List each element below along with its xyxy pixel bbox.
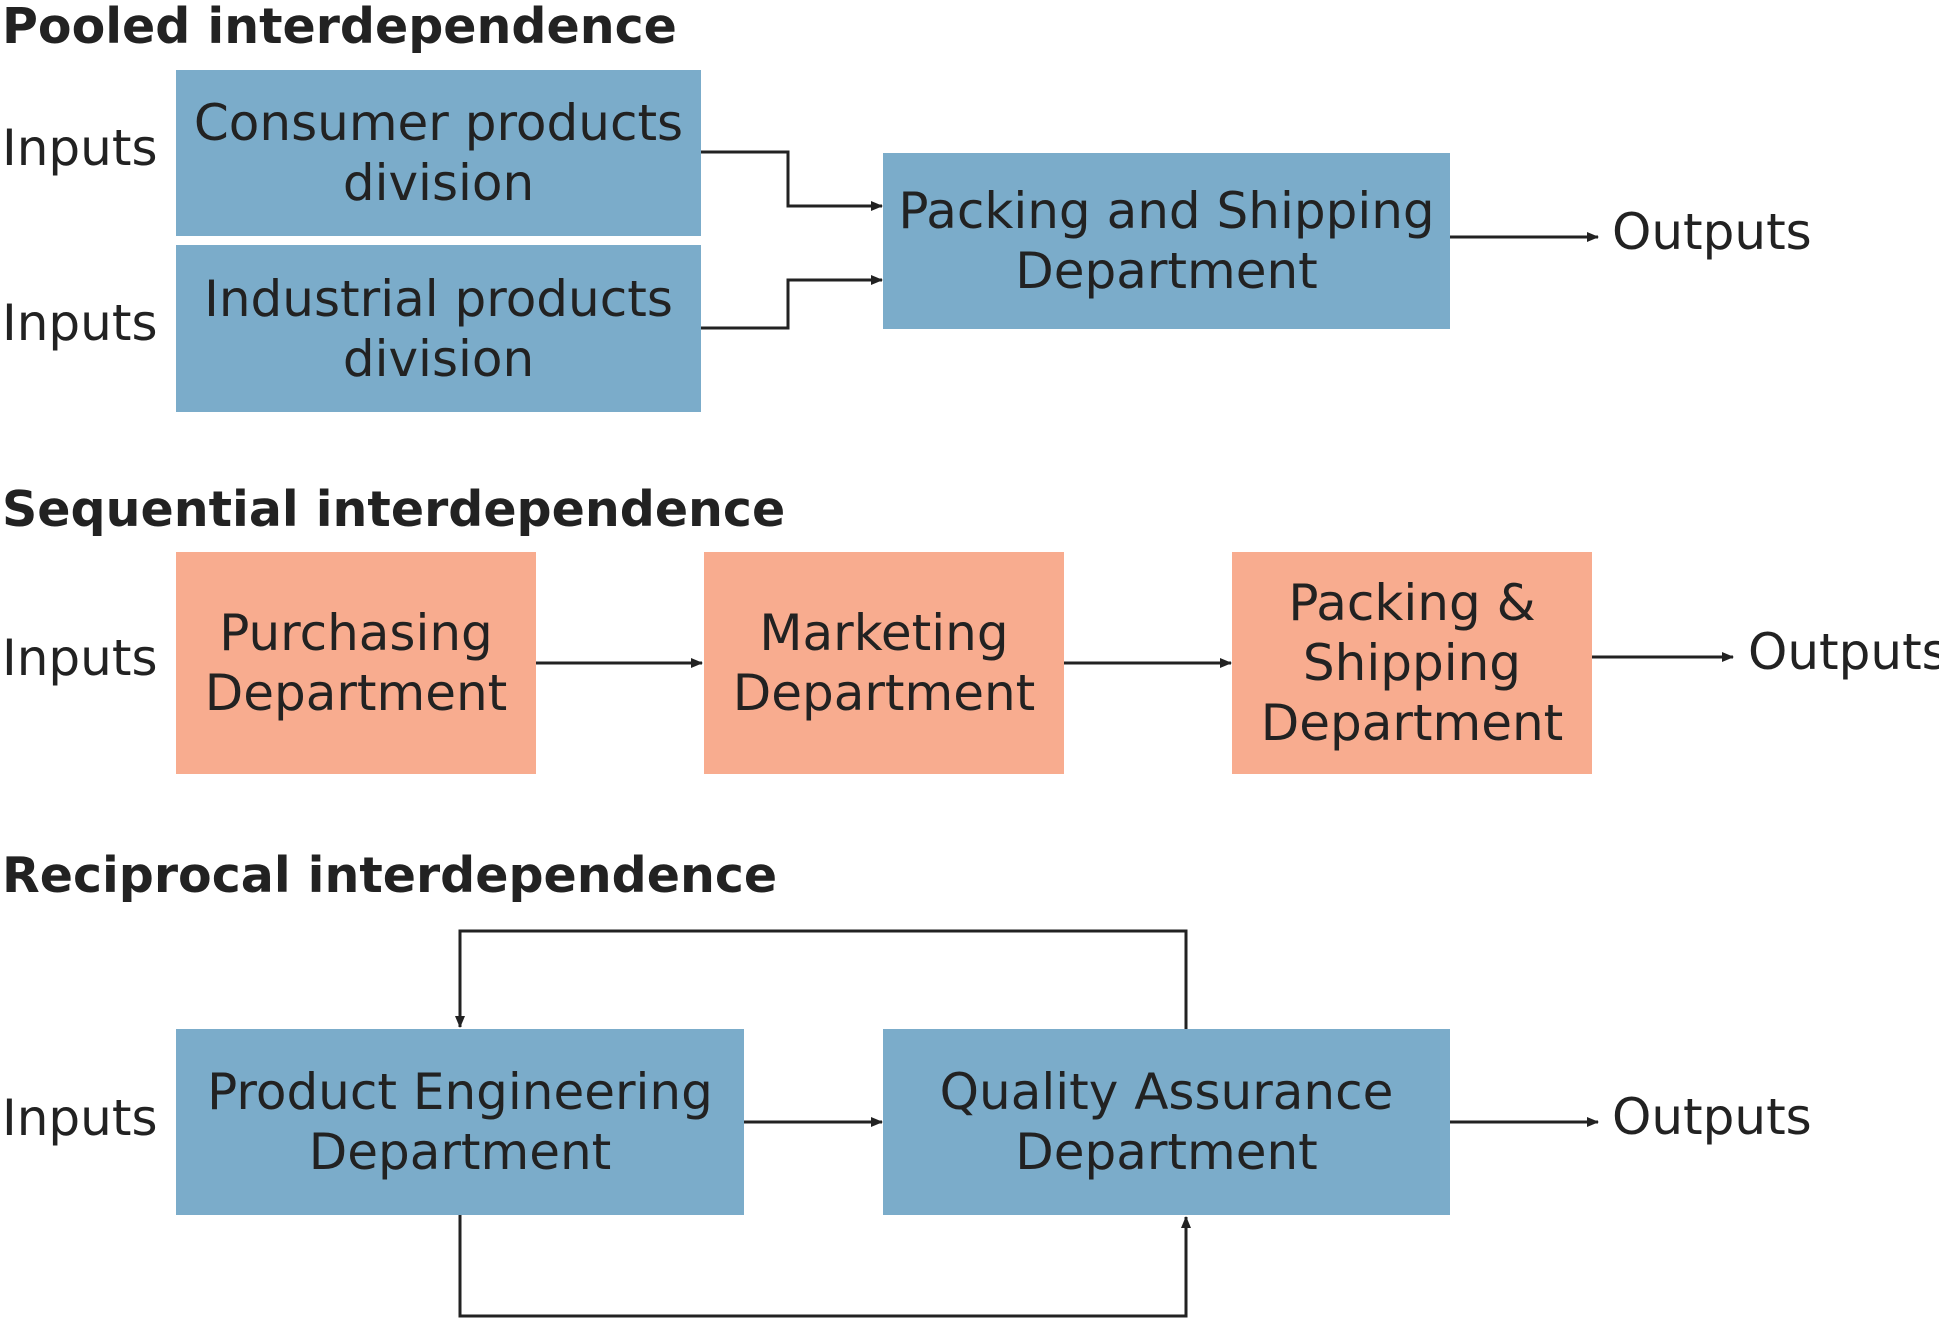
pooled-title: Pooled interdependence	[2, 0, 677, 55]
marketing-department-box: Marketing Department	[704, 552, 1064, 774]
quality-line1: Quality Assurance	[939, 1063, 1394, 1121]
arrow-industrial-to-packing	[701, 275, 883, 330]
engineering-line1: Product Engineering	[207, 1063, 713, 1121]
pooled-inputs-bottom: Inputs	[2, 294, 158, 352]
reciprocal-inputs: Inputs	[2, 1089, 158, 1147]
consumer-products-line1: Consumer products	[193, 94, 684, 152]
quality-assurance-box: Quality Assurance Department	[883, 1029, 1450, 1215]
seq-packing-line2: Shipping	[1302, 634, 1522, 692]
reciprocal-title: Reciprocal interdependence	[2, 847, 778, 904]
industrial-products-line2: division	[342, 329, 535, 388]
marketing-line2: Department	[732, 664, 1036, 722]
sequential-inputs: Inputs	[2, 629, 158, 687]
sequential-outputs: Outputs	[1748, 623, 1939, 681]
purchasing-line1: Purchasing	[219, 604, 493, 662]
arrow-quality-feedback-to-engineering	[455, 929, 1188, 1029]
purchasing-department-box: Purchasing Department	[176, 552, 536, 774]
seq-packing-line3: Department	[1260, 694, 1564, 752]
quality-line2: Department	[1015, 1123, 1318, 1181]
pooled-packing-shipping-box: Packing and Shipping Department	[883, 153, 1450, 329]
product-engineering-box: Product Engineering Department	[176, 1029, 744, 1215]
seq-packing-line1: Packing &	[1288, 574, 1536, 632]
pooled-outputs: Outputs	[1612, 203, 1812, 261]
pooled-inputs-top: Inputs	[2, 119, 158, 177]
purchasing-line2: Department	[204, 664, 508, 722]
sequential-packing-shipping-box: Packing & Shipping Department	[1232, 552, 1592, 774]
arrow-engineering-feedforward-to-quality	[458, 1215, 1191, 1318]
pooled-packing-line2: Department	[1015, 242, 1318, 300]
industrial-products-line1: Industrial products	[204, 269, 673, 328]
pooled-packing-line1: Packing and Shipping	[898, 182, 1435, 240]
consumer-products-line2: division	[342, 154, 535, 212]
industrial-products-box: Industrial products division	[176, 245, 701, 412]
sequential-title: Sequential interdependence	[2, 481, 786, 538]
arrow-consumer-to-packing	[701, 150, 883, 211]
marketing-line1: Marketing	[759, 604, 1009, 662]
reciprocal-outputs: Outputs	[1612, 1088, 1812, 1146]
engineering-line2: Department	[308, 1123, 612, 1181]
consumer-products-box: Consumer products division	[176, 70, 701, 236]
